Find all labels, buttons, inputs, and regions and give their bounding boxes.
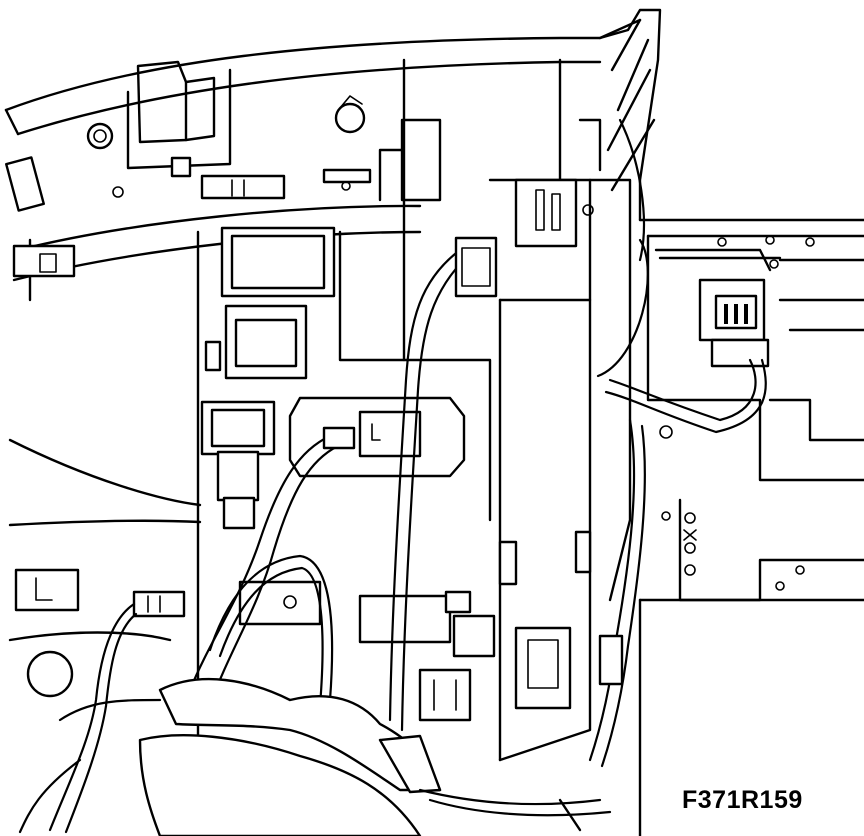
connector-block [358,410,422,458]
round-boss-top [334,102,366,134]
round-hole-lower [26,650,74,698]
slot-top [322,168,372,184]
central-bracket [488,118,632,762]
screw-boss-left [86,122,114,150]
small-plug [322,426,356,450]
oval-bracket [288,396,466,478]
bracket-top-slot [514,178,578,248]
relay-module [200,396,466,530]
center-console-frame [196,58,562,742]
right-lower-plug [598,634,624,686]
tape-wrap-lower [138,734,422,836]
figure-label: F371R159 [682,786,803,814]
inline-connector-housing [238,580,322,626]
small-tab [170,156,192,178]
wiring-harness [18,118,767,834]
right-side-features [638,234,864,836]
harness-bundle [138,677,612,836]
inline-connector [132,590,186,618]
bracket-bottom-slot [514,626,572,710]
slot-plate [200,174,286,200]
clip-left-mid [12,244,76,278]
lower-left-panel [8,244,202,698]
clip-left-upper [5,156,45,212]
right-pillar-edge [598,8,864,238]
clip-left-lower [14,568,80,612]
